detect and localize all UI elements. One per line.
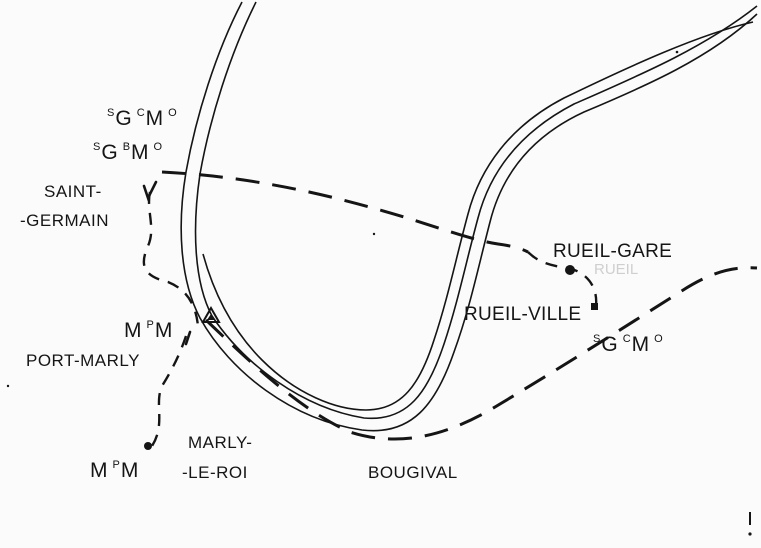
code-sgcm-rueil: SGCMO bbox=[593, 333, 663, 356]
station-rueil-ville-marker bbox=[591, 303, 598, 310]
code-sgcm-top: SGCMO bbox=[107, 107, 177, 130]
road-saint-germain bbox=[142, 191, 200, 327]
label-saint-germain-line1: SAINT- bbox=[44, 182, 102, 201]
code-sgbm: SGBMO bbox=[93, 141, 163, 164]
label-marly-le-roi-line1: MARLY- bbox=[188, 433, 253, 452]
river-bank-inner bbox=[202, 21, 754, 411]
label-rueil-ville: RUEIL-VILLE bbox=[464, 304, 582, 325]
railway-saint-germain-rueil bbox=[161, 170, 529, 254]
road-port-marly bbox=[150, 335, 188, 447]
label-bougival: BOUGIVAL bbox=[368, 463, 458, 482]
tick-marks bbox=[142, 180, 192, 346]
river-bank-outer bbox=[180, 1, 758, 432]
station-south-dot bbox=[144, 442, 152, 450]
seine-river bbox=[180, 1, 758, 432]
label-saint-germain-line2: -GERMAIN bbox=[20, 211, 109, 230]
railway-marly-bougival-east bbox=[204, 266, 758, 441]
label-port-marly: PORT-MARLY bbox=[26, 351, 140, 370]
label-rueil-gare: RUEIL-GARE bbox=[553, 241, 673, 262]
label-marly-le-roi-line2: -LE-ROI bbox=[182, 463, 248, 482]
paper-specks bbox=[6, 50, 752, 536]
station-rueil-gare-dot bbox=[565, 265, 575, 275]
label-rueil-faint: RUEIL bbox=[594, 261, 639, 278]
tick-saint-germain bbox=[142, 180, 158, 202]
code-mpm-port-marly: MPM bbox=[124, 319, 177, 342]
railway-line bbox=[161, 170, 758, 441]
tick-port-marly bbox=[184, 330, 192, 346]
code-mpm-south: MPM bbox=[90, 459, 143, 482]
triangle-marker-icon bbox=[201, 305, 221, 323]
river-bank-middle bbox=[194, 1, 758, 420]
